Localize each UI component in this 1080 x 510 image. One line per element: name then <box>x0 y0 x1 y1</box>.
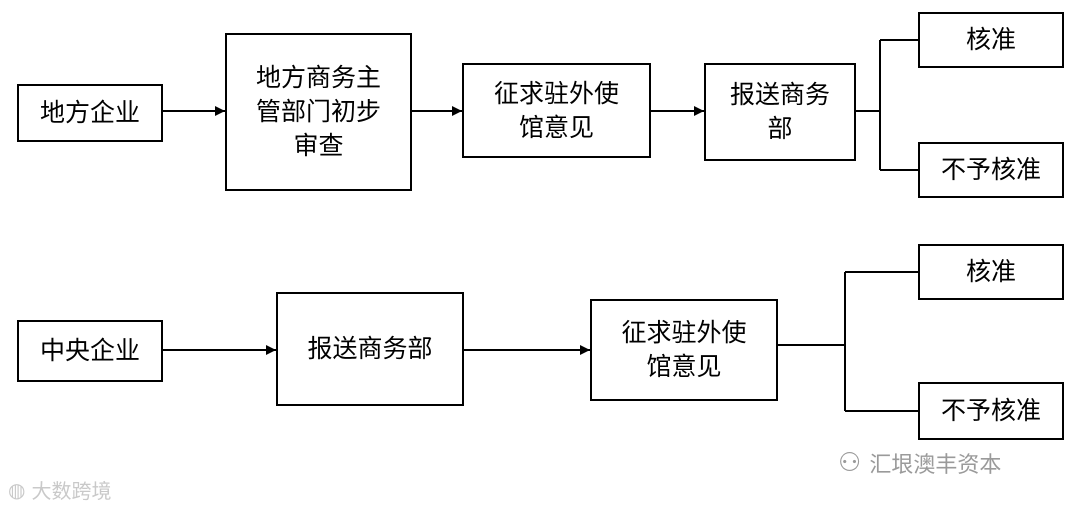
reject-box-1: 不予核准 <box>918 142 1064 198</box>
watermark-left: ◍ 大数跨境 <box>8 475 111 504</box>
embassy-opinion-2-line-1: 征求驻外使 <box>621 318 747 347</box>
embassy-opinion-1-line-2: 馆意见 <box>518 112 594 142</box>
central-enterprise-label: 中央企业 <box>39 336 140 365</box>
reject-box-2: 不予核准 <box>918 382 1064 440</box>
submit-mofcom-text-1: 报送商务 部 <box>730 78 830 146</box>
submit-mofcom-label-2: 报送商务部 <box>307 334 433 363</box>
local-commerce-review-box: 地方商务主 管部门初步 审查 <box>225 33 412 191</box>
local-commerce-review-text: 地方商务主 管部门初步 审查 <box>256 61 381 163</box>
watermark-right-text: 汇垠澳丰资本 <box>869 453 1002 478</box>
embassy-opinion-box-1: 征求驻外使 馆意见 <box>462 63 651 158</box>
watermark-right: ⚇ 汇垠澳丰资本 <box>838 447 1001 479</box>
local-enterprise-label: 地方企业 <box>39 98 140 127</box>
approve-box-2: 核准 <box>918 244 1064 300</box>
embassy-opinion-text-1: 征求驻外使 馆意见 <box>494 77 619 145</box>
submit-mofcom-box-2: 报送商务部 <box>276 292 464 406</box>
central-enterprise-box: 中央企业 <box>17 320 163 382</box>
local-enterprise-box: 地方企业 <box>17 84 163 142</box>
approve-label-2: 核准 <box>965 257 1016 286</box>
approve-label-1: 核准 <box>965 25 1016 54</box>
submit-mofcom-1-line-1: 报送商务 <box>729 80 830 109</box>
approve-box-1: 核准 <box>918 12 1064 68</box>
local-commerce-review-line-1: 地方商务主 <box>255 63 381 92</box>
submit-mofcom-1-line-2: 部 <box>767 114 793 143</box>
local-commerce-review-line-2: 管部门初步 <box>255 97 381 126</box>
embassy-opinion-box-2: 征求驻外使 馆意见 <box>590 299 778 401</box>
local-commerce-review-line-3: 审查 <box>293 131 344 160</box>
wechat-icon: ⚇ <box>838 448 862 478</box>
embassy-opinion-2-line-2: 馆意见 <box>646 352 722 381</box>
submit-mofcom-box-1: 报送商务 部 <box>704 63 856 161</box>
embassy-opinion-text-2: 征求驻外使 馆意见 <box>621 316 746 384</box>
embassy-opinion-1-line-1: 征求驻外使 <box>493 78 619 108</box>
watermark-left-text: 大数跨境 <box>31 479 112 503</box>
reject-label-1: 不予核准 <box>940 155 1041 184</box>
weibo-icon: ◍ <box>8 477 26 502</box>
reject-label-2: 不予核准 <box>940 396 1041 425</box>
